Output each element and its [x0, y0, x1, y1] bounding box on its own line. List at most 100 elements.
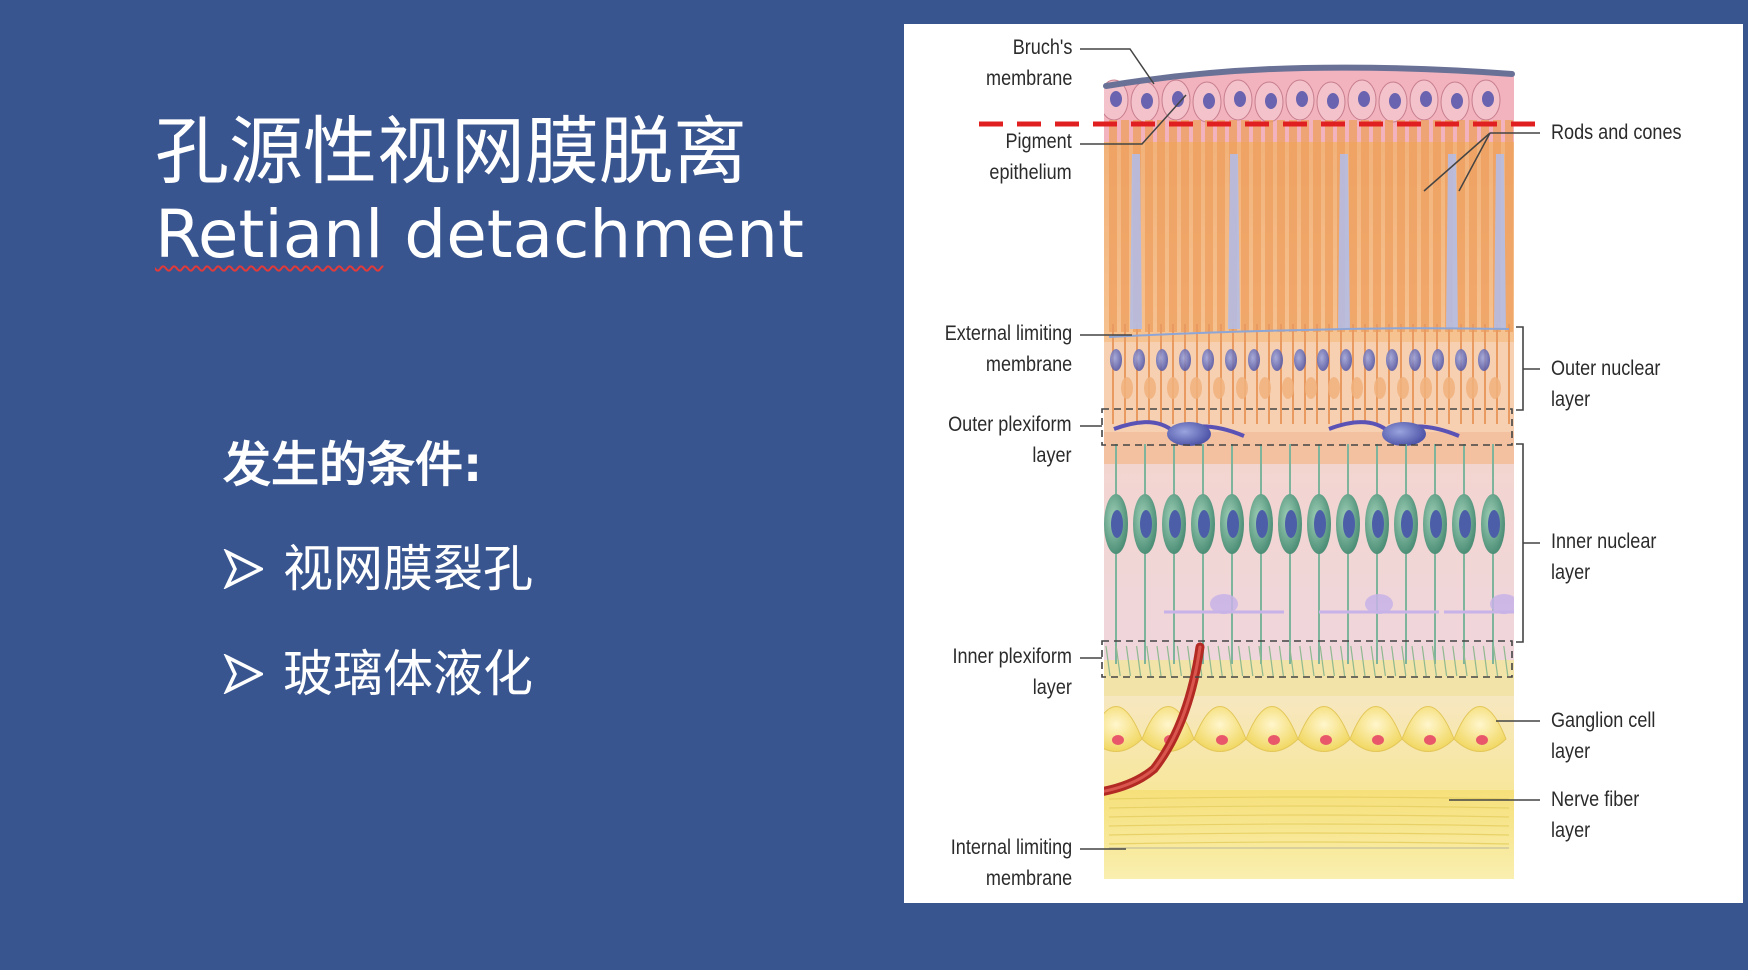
- bullet-text: 视网膜裂孔: [283, 540, 533, 598]
- synapse-fiber: [1258, 645, 1264, 677]
- photoreceptor-nucleus: [1248, 349, 1260, 371]
- bipolar-nucleus: [1227, 510, 1239, 538]
- horizontal-cell: [1382, 422, 1426, 446]
- nerve-fiber: [1108, 841, 1510, 845]
- photoreceptor-nucleus: [1328, 377, 1340, 399]
- label-rods-and-cones: Rods and cones: [1551, 121, 1682, 144]
- synapse-fiber: [1442, 645, 1448, 677]
- pigment-nucleus: [1234, 91, 1246, 107]
- photoreceptor-nucleus: [1294, 349, 1306, 371]
- synapse-fiber: [1329, 645, 1335, 677]
- synapse-fiber: [1493, 645, 1499, 677]
- rod: [1277, 120, 1285, 332]
- synapse-fiber: [1289, 645, 1295, 677]
- rod: [1241, 120, 1249, 332]
- conditions-heading: 发生的条件:: [223, 437, 483, 493]
- photoreceptor-nucleus: [1305, 377, 1317, 399]
- photoreceptor-nucleus: [1213, 377, 1225, 399]
- bipolar-nucleus: [1488, 510, 1500, 538]
- synapse-fiber: [1166, 645, 1172, 677]
- photoreceptor-nucleus: [1236, 377, 1248, 399]
- pigment-nucleus: [1110, 91, 1122, 107]
- synapse-fiber: [1360, 645, 1366, 677]
- synapse-fiber: [1146, 645, 1152, 677]
- pigment-nucleus: [1172, 91, 1184, 107]
- ganglion-nucleolus: [1216, 735, 1228, 745]
- amacrine-cell: [1365, 594, 1393, 614]
- rod: [1505, 120, 1513, 332]
- photoreceptor-nucleus: [1443, 377, 1455, 399]
- pigment-nucleus: [1482, 91, 1494, 107]
- synapse-fiber: [1299, 645, 1305, 677]
- bruchs-membrane: [1103, 64, 1515, 89]
- photoreceptor-nucleus: [1420, 377, 1432, 399]
- rod: [1373, 120, 1381, 332]
- bipolar-nucleus: [1140, 510, 1152, 538]
- synapse-fiber: [1370, 645, 1376, 677]
- synapse-fiber: [1125, 645, 1131, 677]
- title-english: Retianl detachment: [155, 195, 804, 275]
- synapse-fiber: [1176, 645, 1182, 677]
- bipolar-nucleus: [1430, 510, 1442, 538]
- synapse-fiber: [1421, 645, 1427, 677]
- rod: [1181, 120, 1189, 332]
- nerve-fiber-layer-bg: [1104, 790, 1514, 879]
- photoreceptor-nucleus: [1190, 377, 1202, 399]
- rod: [1157, 120, 1165, 332]
- pigment-nucleus: [1451, 93, 1463, 109]
- photoreceptor-nucleus: [1133, 349, 1145, 371]
- cone: [1130, 154, 1142, 329]
- leader-bruchs: [1080, 48, 1155, 85]
- rod: [1301, 120, 1309, 332]
- bipolar-nucleus: [1198, 510, 1210, 538]
- photoreceptor-nucleus: [1225, 349, 1237, 371]
- bipolar-nucleus: [1111, 510, 1123, 538]
- title-chinese: 孔源性视网膜脱离: [155, 109, 747, 195]
- photoreceptor-nucleus: [1121, 377, 1133, 399]
- ganglion-nucleolus: [1320, 735, 1332, 745]
- rod: [1265, 120, 1273, 332]
- bullet-retinal-break: 视网膜裂孔: [223, 538, 533, 600]
- synapse-fiber: [1309, 645, 1315, 677]
- synapse-fiber: [1482, 645, 1488, 677]
- rod: [1361, 120, 1369, 332]
- photoreceptor-nucleus: [1363, 349, 1375, 371]
- synapse-fiber: [1462, 645, 1468, 677]
- synapse-fiber: [1227, 645, 1233, 677]
- inner-nuclear-bracket: [1516, 443, 1524, 643]
- nerve-fiber: [1108, 805, 1510, 809]
- right-leader-lines: [1423, 132, 1540, 801]
- synapse-fiber: [1431, 645, 1437, 677]
- photoreceptor-nucleus: [1179, 349, 1191, 371]
- outer-plexiform-box: [1101, 408, 1513, 446]
- synapse-fiber: [1156, 645, 1162, 677]
- rod: [1109, 120, 1117, 332]
- rod: [1205, 120, 1213, 332]
- ganglion-nucleolus: [1476, 735, 1488, 745]
- nerve-fiber: [1108, 823, 1510, 827]
- rod: [1217, 120, 1225, 332]
- bipolar-nucleus: [1169, 510, 1181, 538]
- leader-pigment: [1080, 94, 1187, 145]
- bipolar-nucleus: [1401, 510, 1413, 538]
- cone: [1228, 154, 1240, 329]
- rod: [1421, 120, 1429, 332]
- ganglion-cell: [1453, 706, 1507, 752]
- rod: [1481, 120, 1489, 332]
- synapse-fiber: [1380, 645, 1386, 677]
- photoreceptor-nucleus: [1317, 349, 1329, 371]
- pigment-nucleus: [1265, 93, 1277, 109]
- blood-vessel-highlight: [1104, 645, 1202, 793]
- synapse-fiber: [1136, 645, 1142, 677]
- synapse-fiber: [1115, 645, 1121, 677]
- leader-rods-pointer-2: [1458, 132, 1491, 192]
- photoreceptor-nucleus: [1386, 349, 1398, 371]
- left-leader-lines: [1080, 48, 1187, 850]
- bipolar-nucleus: [1285, 510, 1297, 538]
- amacrine-cell: [1490, 594, 1514, 614]
